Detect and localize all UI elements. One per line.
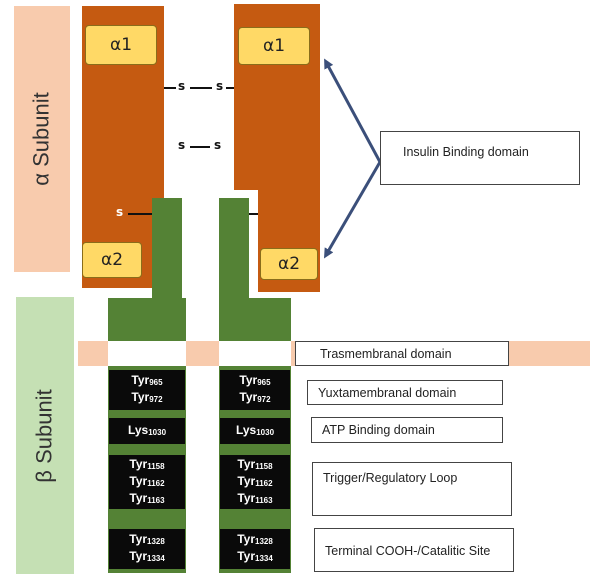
- right-juxtamembrane-residues: Tyr965 Tyr972: [220, 370, 290, 410]
- right-residue-tyr1328: Tyr1328: [237, 532, 273, 546]
- left-residue-tyr965: Tyr965: [131, 373, 163, 387]
- right-residue-tyr1163: Tyr1163: [237, 490, 273, 505]
- right-beta-stem: [219, 198, 249, 300]
- left-alpha-chain-upper: [160, 6, 164, 192]
- transmembrane-domain-box: Trasmembranal domain: [295, 341, 509, 366]
- juxtamembrane-domain-box: Yuxtamembranal domain: [307, 380, 503, 405]
- left-atp-residues: Lys1030: [109, 418, 185, 444]
- disulfide-bond-2: [190, 146, 210, 148]
- transmembrane-domain-label: Trasmembranal domain: [320, 346, 452, 361]
- left-membrane-gap: [108, 341, 186, 366]
- right-membrane-gap: [219, 341, 291, 366]
- terminal-site-label: Terminal COOH-/Catalitic Site: [325, 544, 491, 558]
- trigger-loop-label: Trigger/Regulatory Loop: [323, 471, 458, 485]
- left-beta-stem: [152, 198, 182, 300]
- disulfide-bond-4: [244, 213, 258, 215]
- left-alpha2-text: α2: [100, 250, 124, 270]
- terminal-site-box: Terminal COOH-/Catalitic Site: [314, 528, 514, 572]
- atp-binding-domain-label: ATP Binding domain: [322, 423, 435, 437]
- arrow-to-alpha1: [324, 58, 382, 163]
- left-residue-lys1030: Lys1030: [127, 422, 167, 437]
- left-terminal-residues: Tyr1328 Tyr1334: [109, 529, 185, 569]
- right-terminal-residues: Tyr1328 Tyr1334: [220, 529, 290, 569]
- disulfide-s-2b: s: [214, 138, 222, 152]
- insulin-binding-domain-label: Insulin Binding domain: [403, 145, 529, 159]
- disulfide-s-2a: s: [178, 138, 186, 152]
- left-trigger-residues: Tyr1158 Tyr1162 Tyr1163: [109, 455, 185, 509]
- right-residue-tyr1158: Tyr1158: [237, 456, 273, 471]
- left-alpha2-box: α2: [82, 242, 142, 278]
- right-alpha1-box: α1: [238, 27, 310, 65]
- right-alpha2-text: α2: [277, 254, 301, 274]
- left-residue-tyr1162: Tyr1162: [129, 473, 165, 488]
- trigger-loop-box: Trigger/Regulatory Loop: [312, 462, 512, 516]
- arrow-to-alpha2: [323, 161, 382, 259]
- disulfide-s-1a: s: [178, 79, 186, 93]
- left-juxtamembrane-residues: Tyr965 Tyr972: [109, 370, 185, 410]
- beta-subunit-bar: β Subunit: [16, 297, 74, 574]
- right-residue-tyr1334: Tyr1334: [237, 549, 273, 563]
- disulfide-tick-right: [226, 87, 234, 89]
- disulfide-bond-1: [190, 87, 212, 89]
- disulfide-tick-left: [164, 87, 176, 89]
- right-atp-residues: Lys1030: [220, 418, 290, 444]
- right-residue-tyr1162: Tyr1162: [237, 473, 273, 488]
- left-residue-tyr972: Tyr972: [131, 390, 163, 404]
- disulfide-bond-3: [128, 213, 152, 215]
- right-alpha2-box: α2: [260, 248, 318, 280]
- atp-binding-domain-box: ATP Binding domain: [311, 417, 503, 443]
- left-residue-tyr1163: Tyr1163: [129, 490, 165, 505]
- alpha-subunit-bar: α Subunit: [14, 6, 70, 272]
- right-residue-tyr972: Tyr972: [239, 390, 271, 404]
- right-trigger-residues: Tyr1158 Tyr1162 Tyr1163: [220, 455, 290, 509]
- disulfide-s-3a: s: [116, 205, 124, 219]
- right-residue-tyr965: Tyr965: [239, 373, 271, 387]
- left-alpha1-box: α1: [85, 25, 157, 65]
- disulfide-s-1b: s: [216, 79, 224, 93]
- left-residue-tyr1158: Tyr1158: [129, 456, 165, 471]
- right-alpha1-text: α1: [262, 36, 286, 56]
- left-residue-tyr1334: Tyr1334: [129, 549, 165, 563]
- left-alpha1-text: α1: [109, 35, 133, 55]
- juxtamembrane-domain-label: Yuxtamembranal domain: [318, 385, 457, 400]
- right-residue-lys1030: Lys1030: [235, 422, 275, 437]
- left-residue-tyr1328: Tyr1328: [129, 532, 165, 546]
- right-beta-block: [219, 298, 291, 342]
- insulin-binding-domain-box: Insulin Binding domain: [380, 131, 580, 185]
- left-beta-block: [108, 298, 186, 342]
